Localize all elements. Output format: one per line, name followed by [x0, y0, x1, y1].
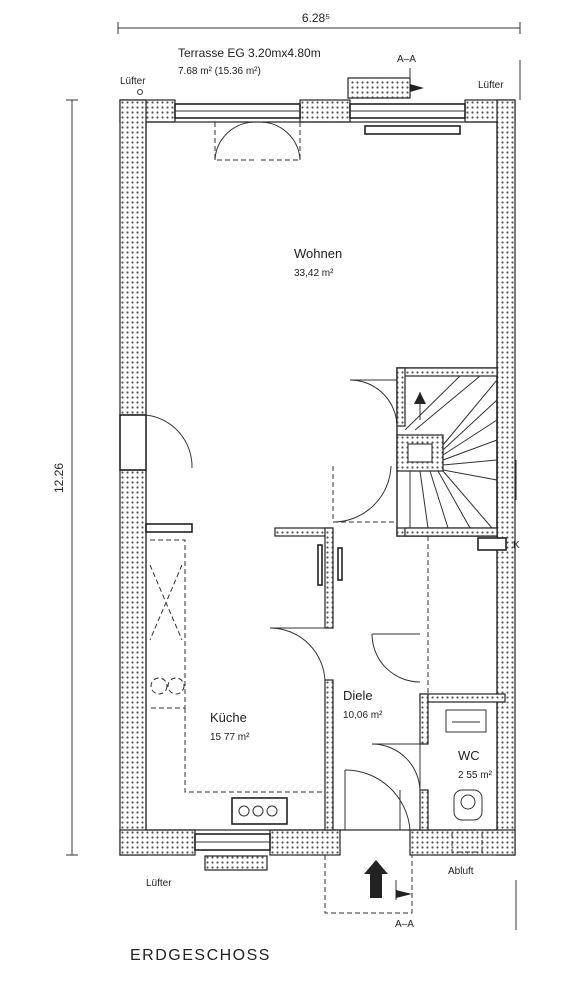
section-marker-bottom-label: A–A — [395, 919, 414, 930]
terrace-area: 7.68 m² (15.36 m²) — [178, 66, 261, 77]
floor-title: ERDGESCHOSS — [130, 947, 271, 964]
vent-label-bottom-left: Lüfter — [146, 878, 172, 889]
stair-marker-label: K — [513, 540, 520, 551]
room-name-kitchen: Küche — [210, 710, 247, 725]
wc-fixtures — [445, 709, 487, 853]
room-area-kitchen: 15 77 m² — [210, 732, 250, 743]
dimension-height: 12.26 — [52, 99, 78, 856]
room-area-wc: 2 55 m² — [458, 770, 493, 781]
interior-walls — [274, 527, 506, 831]
kitchen-counter — [145, 523, 325, 825]
toilet-icon — [453, 789, 483, 821]
dimension-width-label: 6.28⁵ — [302, 11, 330, 25]
room-area-living: 33,42 m² — [294, 268, 334, 279]
exhaust-label: Abluft — [448, 866, 474, 877]
room-name-hall: Diele — [343, 688, 373, 703]
entrance-arrow-icon — [364, 860, 388, 898]
vent-label-top-right: Lüfter — [478, 80, 504, 91]
section-marker-top-label: A–A — [397, 54, 416, 65]
vent-icon — [137, 89, 143, 95]
dimension-height-label: 12.26 — [52, 463, 66, 493]
sink-icon — [445, 709, 487, 733]
stair-section-marker: K — [477, 537, 520, 551]
entrance: A–A — [324, 855, 414, 930]
terrace-doors — [214, 121, 461, 161]
dimension-width: 6.28⁵ — [117, 11, 521, 34]
terrace-label: Terrasse EG 3.20mx4.80m — [178, 46, 321, 60]
vent-label-top-left: Lüfter — [120, 76, 146, 87]
interior-doors — [269, 465, 421, 831]
exterior-walls — [119, 99, 516, 871]
stove-icon — [231, 797, 288, 825]
room-area-hall: 10,06 m² — [343, 710, 383, 721]
staircase — [349, 367, 498, 537]
room-name-wc: WC — [458, 748, 480, 763]
side-door — [119, 414, 193, 471]
section-marker-top: A–A — [347, 54, 424, 99]
room-name-living: Wohnen — [294, 246, 342, 261]
